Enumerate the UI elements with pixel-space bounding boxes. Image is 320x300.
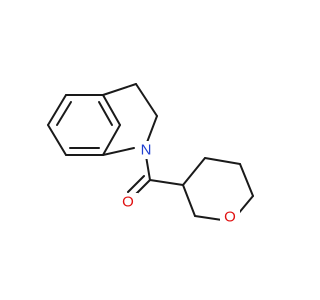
bond-oxane-c3-c4 xyxy=(182,157,206,186)
bond-n1-carbonyl-c xyxy=(145,155,151,181)
bond-carbonyl-c-oxane-c3 xyxy=(149,179,184,186)
bond-oxane-c4-c5 xyxy=(204,157,241,165)
bond-benzene-c3a-c7a xyxy=(102,124,121,156)
atom-labels: N O O xyxy=(118,141,240,226)
bond-benzene-c6-c3a xyxy=(102,94,121,126)
atom-o-ring-background xyxy=(220,208,240,226)
atom-o-carbonyl-background xyxy=(118,193,138,211)
bond-benzene-c4-c5 xyxy=(47,94,67,126)
bond-n1-c7a xyxy=(102,147,135,156)
bond-oxane-o1-c2 xyxy=(194,215,223,221)
bond-c3-c2 xyxy=(135,83,158,117)
atom-n1-label: N xyxy=(141,142,152,159)
bond-carbonyl-co-2 xyxy=(127,175,145,193)
bond-oxane-c5-c6 xyxy=(239,163,254,197)
bond-benzene-double-2 xyxy=(98,101,113,126)
atom-o-ring-label: O xyxy=(224,209,236,226)
bonds xyxy=(47,83,254,221)
bond-benzene-double-1 xyxy=(56,101,72,126)
atom-n1-background xyxy=(136,141,156,159)
bond-oxane-c2-c3 xyxy=(182,184,196,217)
structure-canvas: N O O xyxy=(47,83,254,226)
atom-o-carbonyl-label: O xyxy=(122,194,134,211)
bond-c3a-c3 xyxy=(102,83,137,96)
bond-oxane-c6-o1 xyxy=(237,195,254,215)
bond-c2-n1 xyxy=(145,115,158,146)
bond-benzene-c7-c4 xyxy=(47,124,67,156)
